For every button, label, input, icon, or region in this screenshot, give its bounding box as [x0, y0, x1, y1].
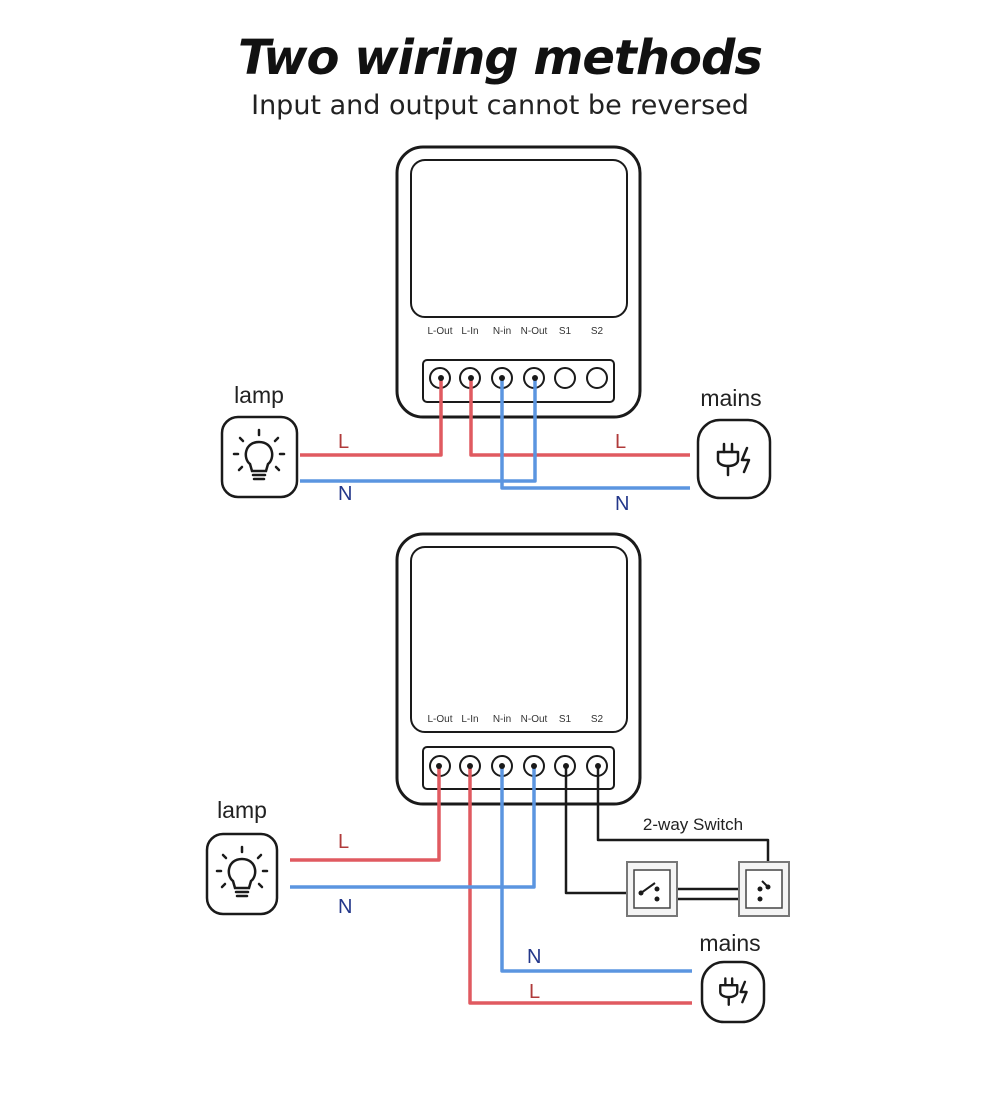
- terminal-label-s2: S2: [591, 326, 604, 337]
- terminal-label-l-out: L-Out: [427, 326, 452, 337]
- lamp-live-wire-label: L: [338, 831, 349, 853]
- mains-live-wire: [468, 768, 692, 1005]
- mains-neutral-wire: [500, 380, 690, 490]
- terminal-label-n-out: N-Out: [521, 714, 548, 725]
- mains-neutral-wire: [500, 768, 692, 973]
- terminal-label-s1: S1: [559, 714, 572, 725]
- lamp-neutral-wire-label: N: [338, 483, 352, 505]
- terminal-label-s1: S1: [559, 326, 572, 337]
- power-plug-icon: [700, 960, 766, 1024]
- wall-switch-icon: [626, 861, 678, 917]
- terminal-label-l-out: L-Out: [427, 714, 452, 725]
- wall-switch-icon: [738, 861, 790, 917]
- terminal-label-s2: S2: [591, 714, 604, 725]
- lamp-live-wire: [300, 380, 443, 457]
- lightbulb-icon: [205, 832, 279, 916]
- terminal-label-row: L-Out L-In N-in N-Out S1 S2: [427, 714, 603, 725]
- mains-live-wire-label: L: [615, 431, 626, 453]
- terminal-label-n-in: N-in: [493, 714, 511, 725]
- terminal-label-n-in: N-in: [493, 326, 511, 337]
- mains-label: mains: [699, 930, 760, 956]
- diagram-1: L-Out L-In N-in N-Out S1 S2: [220, 145, 772, 515]
- lamp-label: lamp: [217, 797, 267, 823]
- page-subtitle: Input and output cannot be reversed: [251, 90, 749, 121]
- lightbulb-icon: [220, 415, 299, 499]
- lamp-live-wire-label: L: [338, 431, 349, 453]
- lamp-neutral-wire: [290, 768, 536, 889]
- s1-switch-wire: [564, 768, 640, 895]
- page-title: Two wiring methods: [238, 30, 763, 86]
- terminal-label-l-in: L-In: [461, 714, 478, 725]
- lamp-neutral-wire: [300, 380, 537, 483]
- mains-live-wire: [469, 380, 690, 457]
- mains-neutral-wire-label: N: [615, 493, 629, 515]
- mains-label: mains: [700, 385, 761, 411]
- terminal-label-l-in: L-In: [461, 326, 478, 337]
- relay-module: L-Out L-In N-in N-Out S1 S2: [395, 145, 642, 419]
- terminal-label-row: L-Out L-In N-in N-Out S1 S2: [427, 326, 603, 337]
- lamp-live-wire: [290, 768, 441, 862]
- power-plug-icon: [696, 418, 772, 500]
- diagram-2: L-Out L-In N-in N-Out S1 S2: [205, 532, 790, 1024]
- lamp-label: lamp: [234, 382, 284, 408]
- switch-label: 2-way Switch: [643, 815, 743, 834]
- terminal-s2: [586, 367, 608, 389]
- mains-live-wire-label: L: [529, 981, 540, 1003]
- relay-module: L-Out L-In N-in N-Out S1 S2: [395, 532, 642, 806]
- mains-neutral-wire-label: N: [527, 946, 541, 968]
- lamp-neutral-wire-label: N: [338, 896, 352, 918]
- terminal-label-n-out: N-Out: [521, 326, 548, 337]
- terminal-s1: [554, 367, 576, 389]
